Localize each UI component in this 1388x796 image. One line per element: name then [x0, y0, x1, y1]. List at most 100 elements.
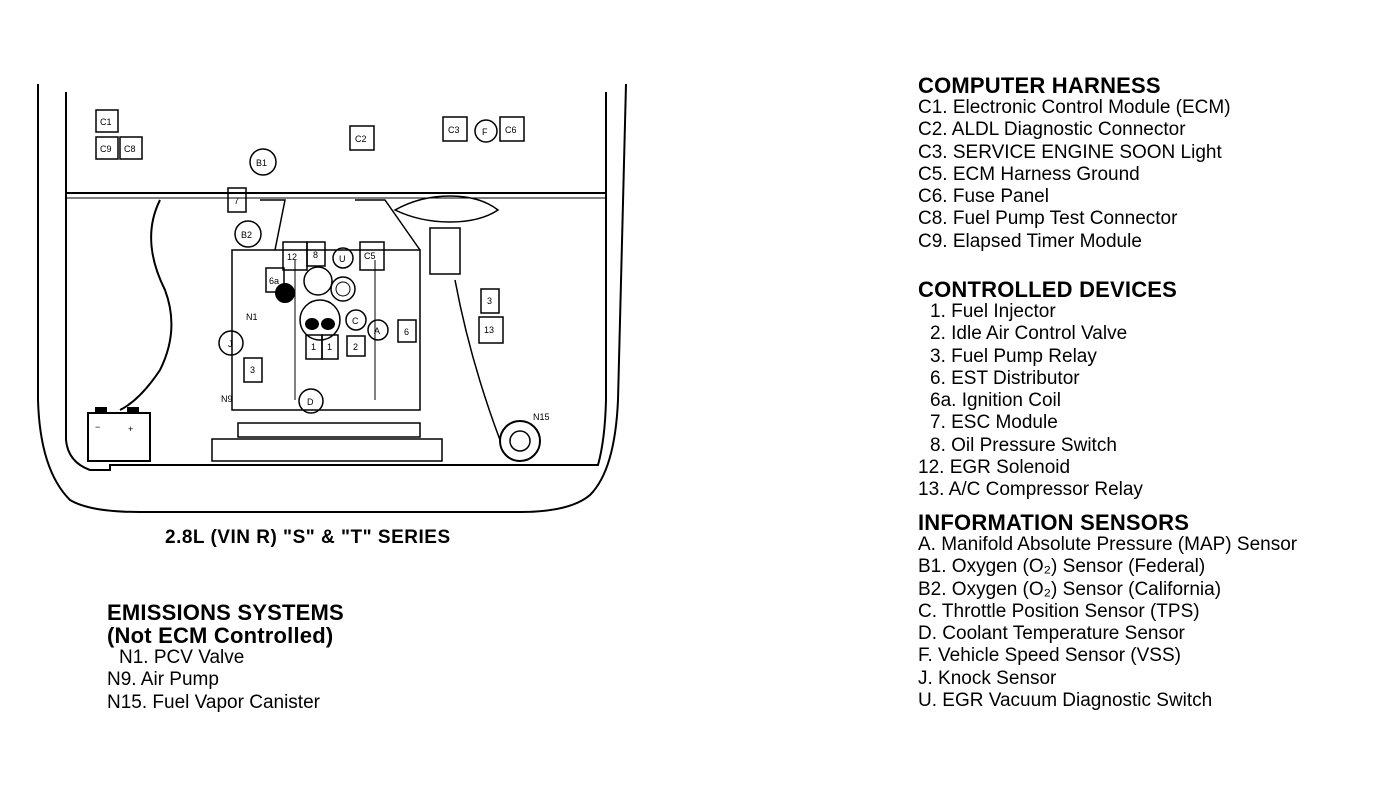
label-2: 2	[353, 342, 358, 352]
label-7: 7	[234, 196, 239, 206]
controlled-devices-item: 6a. Ignition Coil	[930, 390, 1061, 412]
injector-right	[321, 318, 335, 330]
label-u: U	[339, 254, 346, 264]
battery-minus-label: −	[95, 422, 100, 432]
label-d: D	[307, 397, 314, 407]
controlled-devices-title: CONTROLLED DEVICES	[918, 277, 1178, 302]
inner-compartment-outline	[65, 92, 607, 471]
emissions-item: N15. Fuel Vapor Canister	[107, 691, 320, 713]
information-sensors-item: B2. Oxygen (O₂) Sensor (California)	[918, 578, 1222, 600]
air-duct	[429, 227, 461, 275]
information-sensors-item: D. Coolant Temperature Sensor	[918, 623, 1185, 645]
emissions-systems-legend: EMISSIONS SYSTEMS (Not ECM Controlled) N…	[107, 601, 344, 714]
controlled-devices-item: 2. Idle Air Control Valve	[930, 323, 1128, 345]
circle-c	[345, 309, 367, 331]
box-8	[306, 241, 326, 267]
box-3	[243, 357, 263, 383]
engine-block	[231, 249, 421, 411]
distributor-cap	[303, 266, 333, 296]
controlled-devices-legend: CONTROLLED DEVICES 1. Fuel Injector 2. I…	[918, 278, 1177, 502]
label-n9: N9	[221, 394, 233, 404]
circle-b1	[249, 148, 277, 176]
information-sensors-item: C. Throttle Position Sensor (TPS)	[918, 600, 1200, 622]
box-c1	[95, 109, 119, 133]
label-c: C	[352, 316, 359, 326]
circle-d	[298, 388, 324, 414]
battery-plus-label: +	[128, 424, 133, 434]
box-7	[227, 187, 247, 213]
label-a: A	[374, 326, 380, 336]
egr-valve	[330, 276, 356, 302]
label-c5: C5	[364, 251, 376, 261]
information-sensors-item: U. EGR Vacuum Diagnostic Switch	[918, 690, 1213, 712]
emissions-item: N1. PCV Valve	[119, 647, 245, 668]
engine-valve-cover-left	[260, 199, 286, 251]
circle-u	[332, 247, 354, 269]
left-fender-curve	[119, 199, 173, 411]
box-c3	[442, 116, 468, 142]
computer-harness-item: C1. Electronic Control Module (ECM)	[918, 97, 1231, 118]
box-c9	[95, 136, 119, 160]
computer-harness-item: C8. Fuel Pump Test Connector	[918, 208, 1178, 230]
circle-a	[367, 319, 389, 341]
circle-f	[474, 119, 498, 143]
label-3-relay: 3	[487, 296, 492, 306]
label-6: 6	[404, 327, 409, 337]
label-6a: 6a	[269, 276, 279, 286]
label-13: 13	[484, 325, 494, 335]
controlled-devices-item: 12. EGR Solenoid	[918, 457, 1071, 479]
throttle-body	[299, 299, 341, 341]
information-sensors-item: A. Manifold Absolute Pressure (MAP) Sens…	[918, 534, 1298, 555]
box-c6	[499, 116, 525, 142]
box-1b	[321, 334, 339, 360]
box-6	[397, 319, 417, 343]
label-b1: B1	[256, 158, 267, 168]
battery-terminal-left	[95, 407, 107, 414]
controlled-devices-item: 13. A/C Compressor Relay	[918, 479, 1143, 501]
box-c2	[349, 125, 375, 151]
label-c3: C3	[448, 125, 460, 135]
engine-valve-cover-right	[355, 199, 421, 251]
information-sensors-item: J. Knock Sensor	[918, 667, 1057, 689]
information-sensors-item: B1. Oxygen (O₂) Sensor (Federal)	[918, 556, 1206, 578]
battery	[87, 412, 151, 462]
label-n1: N1	[246, 312, 258, 322]
information-sensors-legend: INFORMATION SENSORS A. Manifold Absolute…	[918, 511, 1297, 712]
box-13	[478, 316, 504, 344]
battery-terminal-right	[127, 407, 139, 414]
egr-valve-inner	[335, 281, 351, 297]
canister-n15	[499, 420, 541, 462]
controlled-devices-item: 6. EST Distributor	[930, 367, 1080, 389]
label-1b: 1	[327, 342, 332, 352]
radiator-lower	[211, 438, 443, 462]
label-c1: C1	[100, 117, 112, 127]
box-c5	[359, 241, 385, 271]
label-f: F	[482, 127, 488, 137]
label-1a: 1	[311, 342, 316, 352]
box-c8	[119, 136, 143, 160]
canister-n15-inner	[509, 430, 531, 452]
label-n15: N15	[533, 412, 550, 422]
radiator-upper	[237, 422, 421, 438]
label-b2: B2	[241, 230, 252, 240]
label-j: J	[228, 339, 233, 349]
computer-harness-item: C5. ECM Harness Ground	[918, 163, 1140, 185]
vehicle-body-outline	[37, 83, 627, 513]
engine-compartment-diagram: − + N15 C	[37, 83, 627, 513]
diagram-caption: 2.8L (VIN R) "S" & "T" SERIES	[165, 527, 451, 548]
label-8: 8	[313, 250, 318, 260]
box-3-relay	[480, 288, 500, 314]
information-sensors-title: INFORMATION SENSORS	[918, 510, 1190, 535]
controlled-devices-item: 7. ESC Module	[930, 412, 1058, 434]
label-c2: C2	[355, 134, 367, 144]
computer-harness-item: C9. Elapsed Timer Module	[918, 230, 1142, 252]
emissions-item: N9. Air Pump	[107, 669, 219, 691]
controlled-devices-item: 3. Fuel Pump Relay	[930, 345, 1097, 367]
label-c9: C9	[100, 144, 112, 154]
computer-harness-item: C2. ALDL Diagnostic Connector	[918, 119, 1186, 141]
controlled-devices-item: 8. Oil Pressure Switch	[930, 434, 1117, 456]
circle-j	[218, 330, 244, 356]
circle-b2	[234, 220, 262, 248]
box-6a	[265, 267, 285, 293]
computer-harness-legend: COMPUTER HARNESS C1. Electronic Control …	[918, 74, 1231, 253]
